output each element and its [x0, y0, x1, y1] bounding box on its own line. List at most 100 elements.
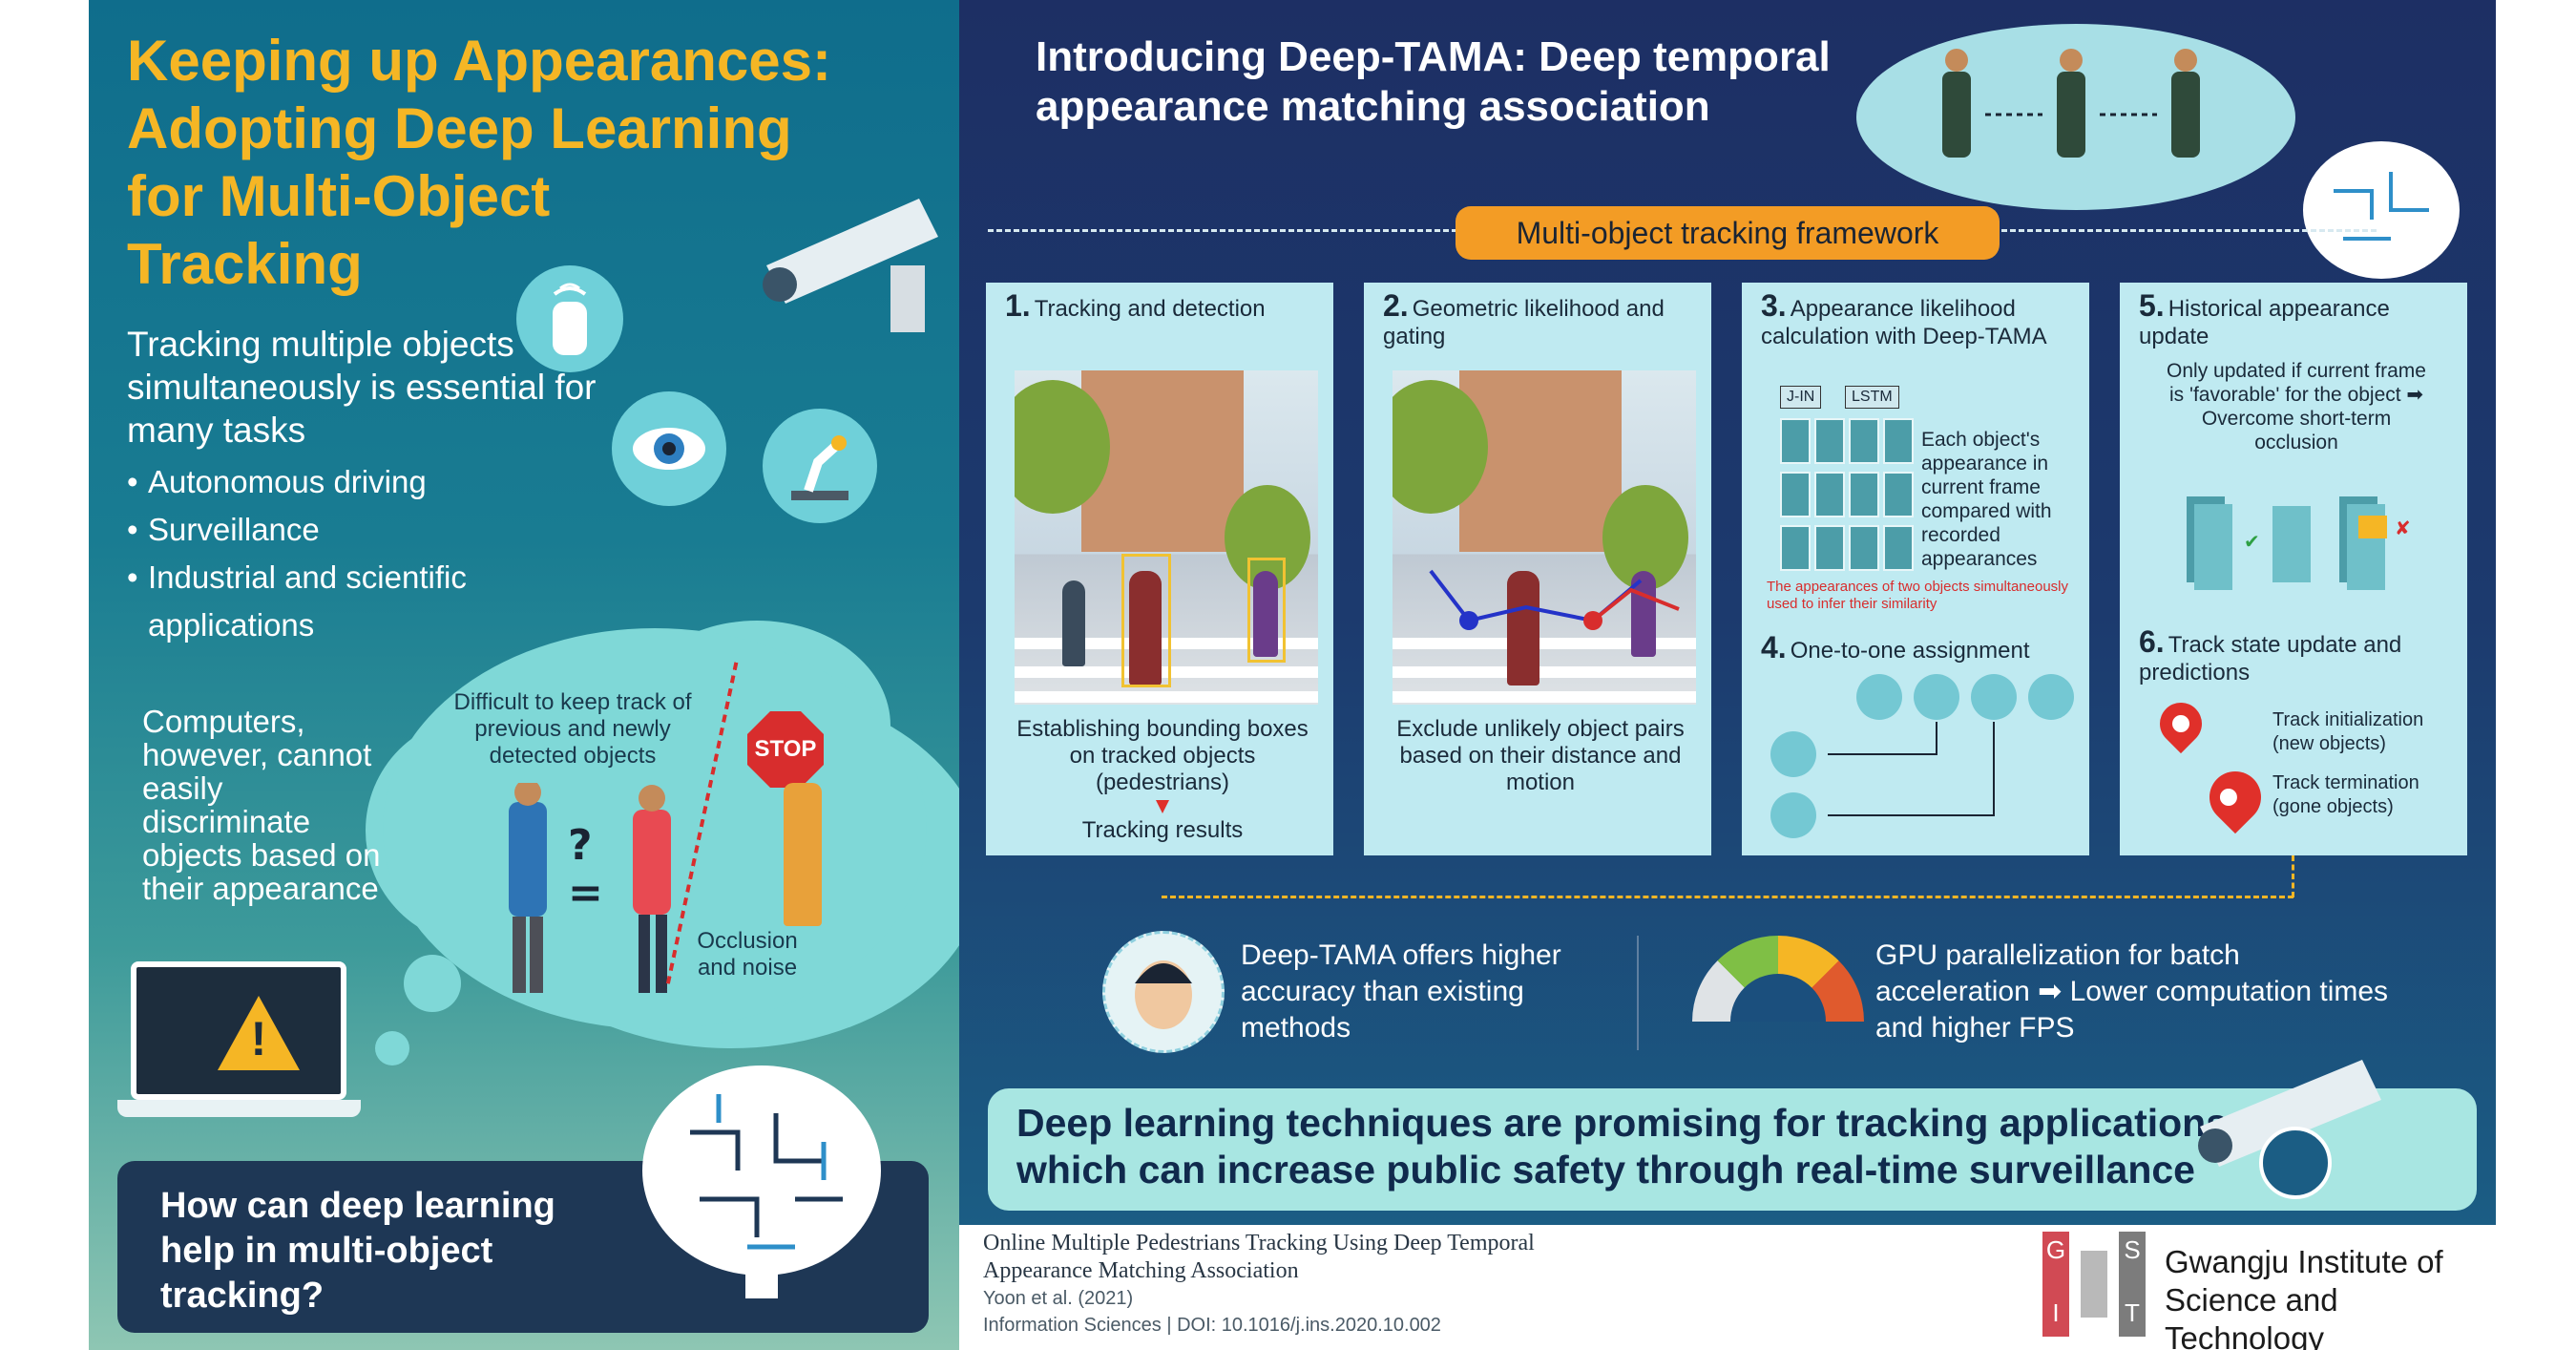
step-title: Historical appearance update: [2139, 296, 2390, 349]
security-camera-icon: [747, 160, 959, 342]
question-box: How can deep learning help in multi-obje…: [117, 1065, 929, 1333]
step-card-1: 1.Tracking and detection Establishing bo…: [986, 283, 1333, 855]
step-number: 4.: [1761, 630, 1787, 664]
title-line-3: for Multi-Object: [127, 164, 551, 228]
street-scene-image: [1015, 370, 1318, 705]
step-number: 3.: [1761, 288, 1787, 323]
step-title: Track state update and predictions: [2139, 632, 2402, 686]
logo-letter: T: [2125, 1298, 2140, 1327]
list-item: Industrial and scientific applications: [127, 554, 623, 649]
appearance-stack-grid: [1780, 418, 1914, 571]
track-init-text: Track initialization (new objects): [2272, 709, 2424, 754]
step-card-2: 2.Geometric likelihood and gating Exclud…: [1364, 283, 1711, 855]
brain-circuit-icon: [633, 1056, 890, 1304]
face-scan-icon: [1102, 931, 1225, 1053]
step-card-5: 5.Historical appearance update Only upda…: [2120, 283, 2467, 855]
title-line-1: Keeping up Appearances:: [127, 29, 831, 93]
cloud-bubble: [375, 1031, 409, 1065]
lstm-label: LSTM: [1845, 386, 1899, 409]
conclusion-line-2: which can increase public safety through…: [1016, 1148, 2195, 1192]
main-title: Keeping up Appearances: Adopting Deep Le…: [127, 27, 910, 298]
paper-title: Online Multiple Pedestrians Tracking Usi…: [983, 1230, 1937, 1285]
update-note: Only updated if current frame is 'favora…: [2167, 360, 2426, 454]
cloud-bubble: [404, 955, 461, 1012]
location-pin-icon: [2198, 760, 2272, 834]
step-card-3: 3.Appearance likelihood calculation with…: [1742, 283, 2089, 855]
card-heading: 2.Geometric likelihood and gating: [1383, 290, 1698, 350]
title-line-4: Tracking: [127, 232, 363, 296]
track-term-text: Track termination (gone objects): [2272, 772, 2419, 817]
authors: Yoon et al. (2021): [983, 1288, 1134, 1309]
svg-text:?: ?: [568, 821, 593, 870]
paper-title-line-1: Online Multiple Pedestrians Tracking Usi…: [983, 1231, 1535, 1255]
intro-text: Tracking multiple objects simultaneously…: [127, 325, 597, 450]
street-scene-image: [1393, 370, 1696, 705]
computers-text: Computers, however, cannot easily discri…: [142, 704, 381, 906]
step-title: One-to-one assignment: [1790, 638, 2030, 664]
step-result: Tracking results: [1081, 817, 1244, 843]
card-heading: 6.Track state update and predictions: [2139, 626, 2454, 686]
security-camera-icon: [2190, 1012, 2448, 1203]
list-item: Autonomous driving: [127, 458, 623, 506]
laptop-icon: !: [117, 961, 361, 1117]
list-item: Surveillance: [127, 506, 623, 554]
arrow-down-icon: [1156, 800, 1169, 813]
pedestrian-figure: [784, 783, 822, 926]
appearance-update-diagram: ✔ ✘: [2177, 487, 2425, 592]
logo-letter: I: [2052, 1298, 2060, 1327]
reference-footer: Online Multiple Pedestrians Tracking Usi…: [983, 1230, 1937, 1339]
title-line-2: Adopting Deep Learning: [127, 96, 792, 160]
logo-letter: G: [2045, 1235, 2066, 1264]
feedback-dashed-line: [1162, 896, 2293, 898]
institute-line-1: Gwangju Institute of: [2165, 1244, 2443, 1279]
step-title: Tracking and detection: [1034, 296, 1266, 322]
accuracy-feature: Deep-TAMA offers higher accuracy than ex…: [1241, 939, 1561, 1044]
step-number: 6.: [2139, 624, 2165, 659]
step-title: Geometric likelihood and gating: [1383, 296, 1665, 349]
svg-text:=: =: [568, 869, 603, 918]
robot-arm-icon: [763, 409, 877, 523]
stop-sign-icon: STOP: [747, 711, 824, 788]
feature-divider: [1637, 936, 1639, 1050]
card-heading: 1.Tracking and detection: [1005, 290, 1320, 323]
feedback-dashed-line: [2292, 855, 2294, 897]
card-heading: 4.One-to-one assignment: [1761, 632, 2076, 664]
paper-title-line-2: Appearance Matching Association: [983, 1258, 1299, 1283]
conclusion-line-1: Deep learning techniques are promising f…: [1016, 1101, 2239, 1145]
step-caption: Exclude unlikely object pairs based on t…: [1396, 716, 1685, 795]
brain-circuit-icon: [2295, 134, 2467, 296]
task-list: Autonomous driving Surveillance Industri…: [127, 458, 623, 649]
conclusion-text: Deep learning techniques are promising f…: [1016, 1100, 2239, 1193]
assignment-diagram: [1770, 674, 2076, 846]
occlusion-text: Occlusion and noise: [697, 928, 798, 981]
laptop-screen: !: [131, 961, 346, 1100]
card-heading: 3.Appearance likelihood calculation with…: [1761, 290, 2076, 350]
laptop-base: [117, 1100, 361, 1117]
pedestrian-illustration: ? =: [490, 779, 738, 1002]
red-note: The appearances of two objects simultane…: [1767, 579, 2069, 612]
right-panel: Introducing Deep-TAMA: Deep temporal app…: [959, 0, 2496, 1225]
gpu-feature: GPU parallelization for batch accelerati…: [1875, 939, 2389, 1044]
card-heading: 5.Historical appearance update: [2139, 290, 2454, 350]
step-number: 5.: [2139, 288, 2165, 323]
right-title: Introducing Deep-TAMA: Deep temporal app…: [1036, 32, 1990, 132]
right-title-line-2: appearance matching association: [1036, 83, 1710, 130]
right-title-line-1: Introducing Deep-TAMA: Deep temporal: [1036, 33, 1831, 80]
car-icon: [516, 265, 623, 372]
question-text: How can deep learning help in multi-obje…: [160, 1186, 555, 1316]
institute-name: Gwangju Institute of Science and Technol…: [2165, 1243, 2480, 1350]
location-pin-icon: [2150, 693, 2211, 754]
appearance-note: Each object's appearance in current fram…: [1921, 429, 2052, 570]
jin-label: J-IN: [1780, 386, 1822, 409]
framework-label: Multi-object tracking framework: [1456, 206, 2000, 260]
gist-logo: G I S T: [2042, 1232, 2147, 1337]
walking-person-cloud: [1856, 24, 2295, 210]
step-number: 1.: [1005, 288, 1031, 323]
svg-text:✔: ✔: [2244, 530, 2260, 553]
step-title: Appearance likelihood calculation with D…: [1761, 296, 2047, 349]
step-caption: Establishing bounding boxes on tracked o…: [1016, 716, 1309, 795]
cloud-text: Difficult to keep track of previous and …: [453, 689, 692, 769]
logo-letter: S: [2124, 1235, 2141, 1264]
step-number: 2.: [1383, 288, 1409, 323]
svg-text:✘: ✘: [2395, 517, 2411, 539]
